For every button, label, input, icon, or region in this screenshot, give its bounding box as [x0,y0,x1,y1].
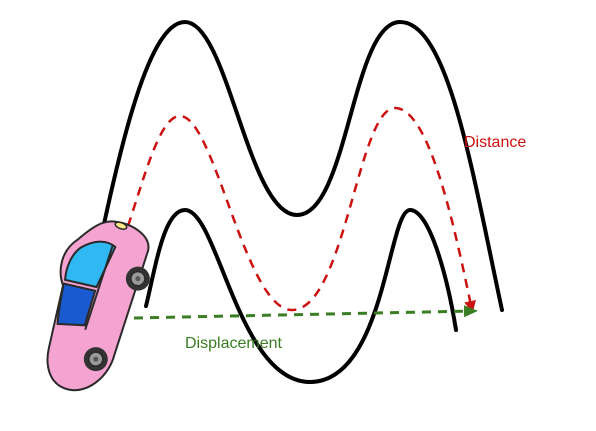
displacement-arrow [133,305,478,320]
car-window-rear [56,282,97,327]
displacement-label: Displacement [185,335,282,352]
road-outer-edge [86,19,504,312]
car-wheel-rear [83,347,108,372]
car-door-line [84,245,114,331]
car-icon [46,220,150,392]
car-headlight [114,221,128,230]
car-wheel-front [125,266,150,291]
road-inner-edge [144,207,458,385]
car-window-front [64,240,117,289]
distance-label: Distance [464,134,526,151]
distance-path [126,106,476,313]
